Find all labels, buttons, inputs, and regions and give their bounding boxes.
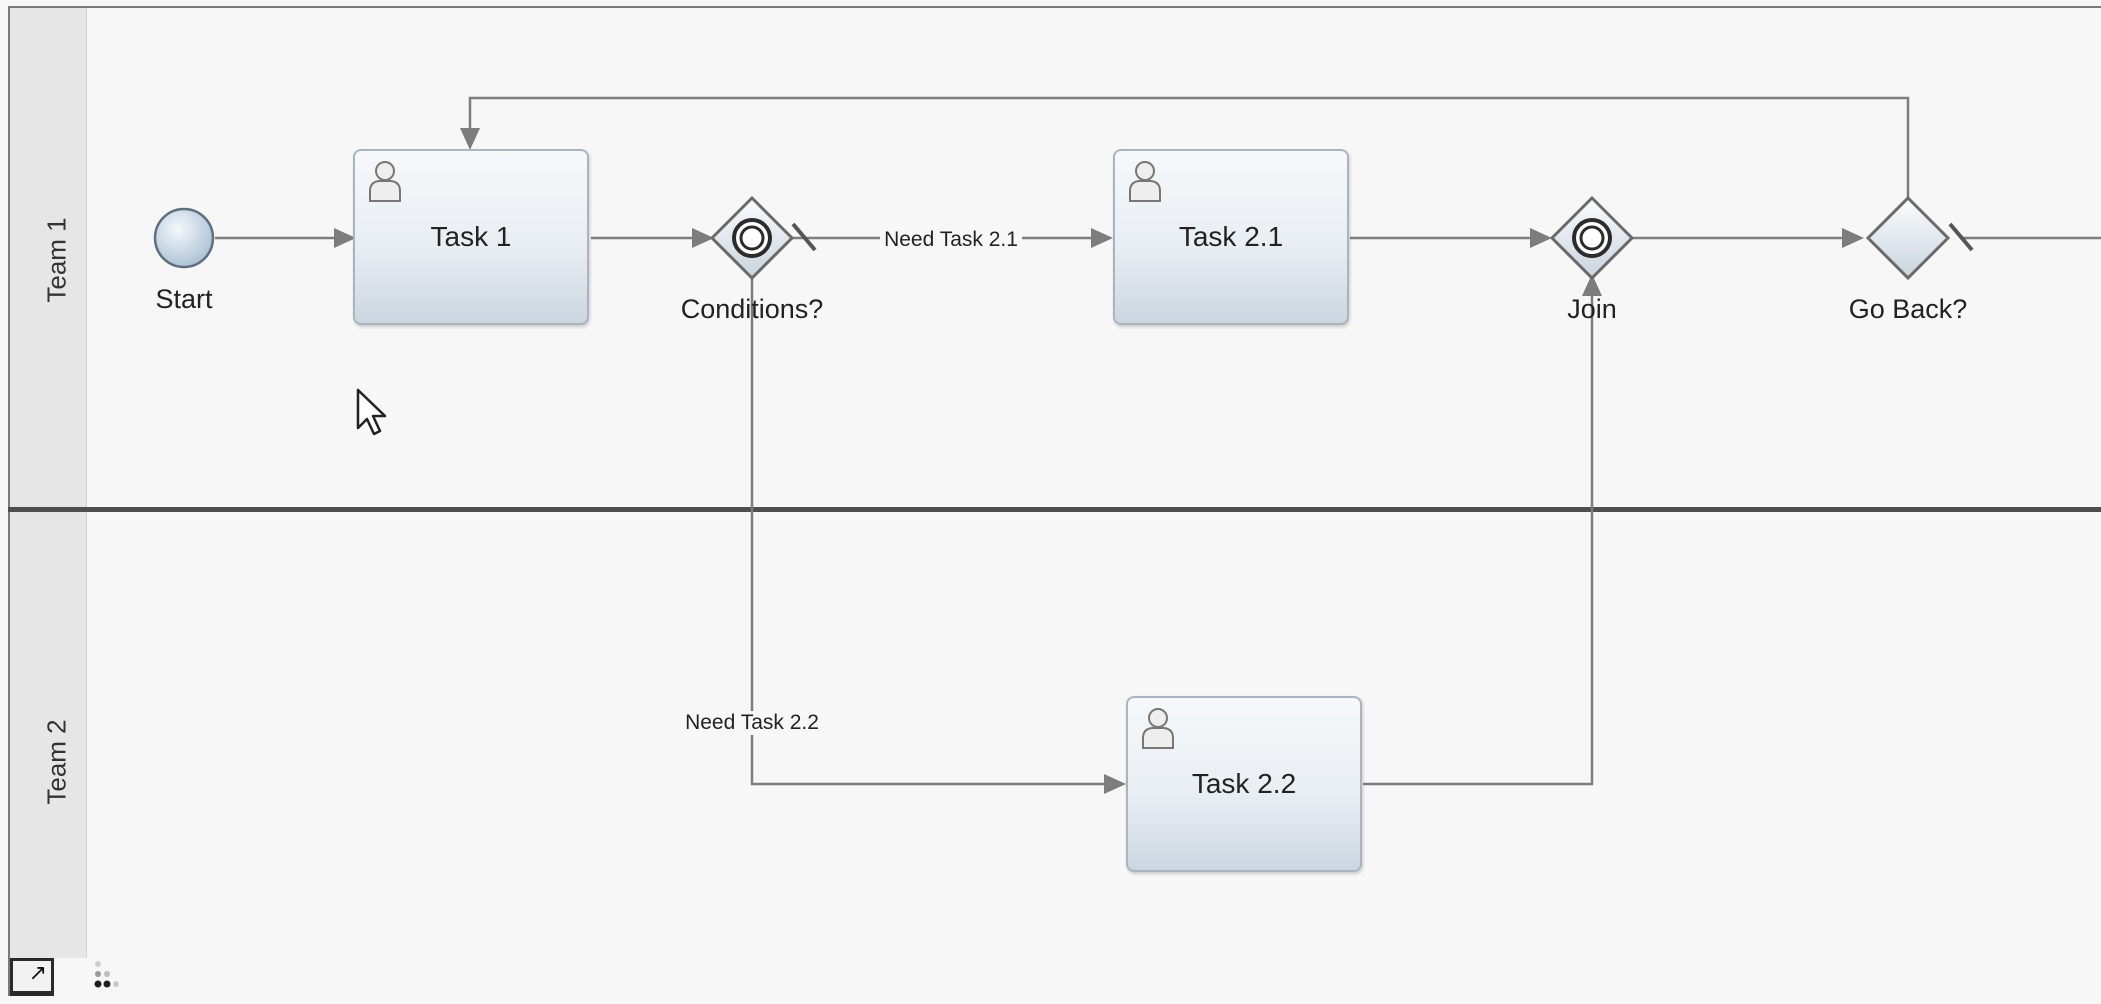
flow-task22-to-join[interactable] [1363, 274, 1602, 786]
task-2-1-label: Task 2.1 [1178, 221, 1284, 252]
task-1-label: Task 1 [430, 221, 512, 252]
user-icon [1142, 708, 1174, 749]
task-2-2-label: Task 2.2 [1191, 768, 1297, 799]
expand-arrow-icon: ↗ [28, 961, 47, 986]
lane-header-team-2[interactable]: Team 2 [10, 512, 87, 958]
go-back-gateway[interactable] [1865, 195, 1974, 281]
diagram-frame-left [8, 6, 10, 996]
task-1[interactable]: Task 1 [353, 149, 589, 325]
diagram-frame-top [8, 6, 2101, 8]
join-label: Join [1567, 294, 1617, 324]
start-label: Start [155, 284, 213, 314]
conditions-gateway[interactable] [709, 195, 817, 281]
flow-task21-to-join[interactable] [1350, 228, 1552, 248]
edge-label-need-task-2-1: Need Task 2.1 [880, 228, 1022, 252]
flow-start-to-task1[interactable] [215, 228, 356, 248]
lane-divider [8, 507, 2101, 512]
task-2-1[interactable]: Task 2.1 [1113, 149, 1349, 325]
mouse-cursor-icon [356, 388, 387, 436]
start-event[interactable] [153, 207, 215, 269]
flow-need-task-2-2[interactable] [750, 278, 1126, 794]
join-gateway[interactable] [1549, 195, 1635, 281]
flow-join-to-goback[interactable] [1632, 228, 1864, 248]
flow-task1-to-conditions[interactable] [591, 228, 714, 248]
lane-header-team-1[interactable]: Team 1 [10, 8, 87, 507]
flow-go-back-loop[interactable] [460, 96, 1910, 198]
go-back-label: Go Back? [1848, 294, 1968, 324]
user-icon [369, 161, 401, 202]
resize-grip-icon[interactable] [92, 958, 132, 998]
edge-label-need-task-2-2: Need Task 2.2 [681, 711, 823, 735]
user-icon [1129, 161, 1161, 202]
conditions-label: Conditions? [680, 294, 824, 324]
expand-view-button[interactable]: ↗ [10, 958, 54, 996]
task-2-2[interactable]: Task 2.2 [1126, 696, 1362, 872]
